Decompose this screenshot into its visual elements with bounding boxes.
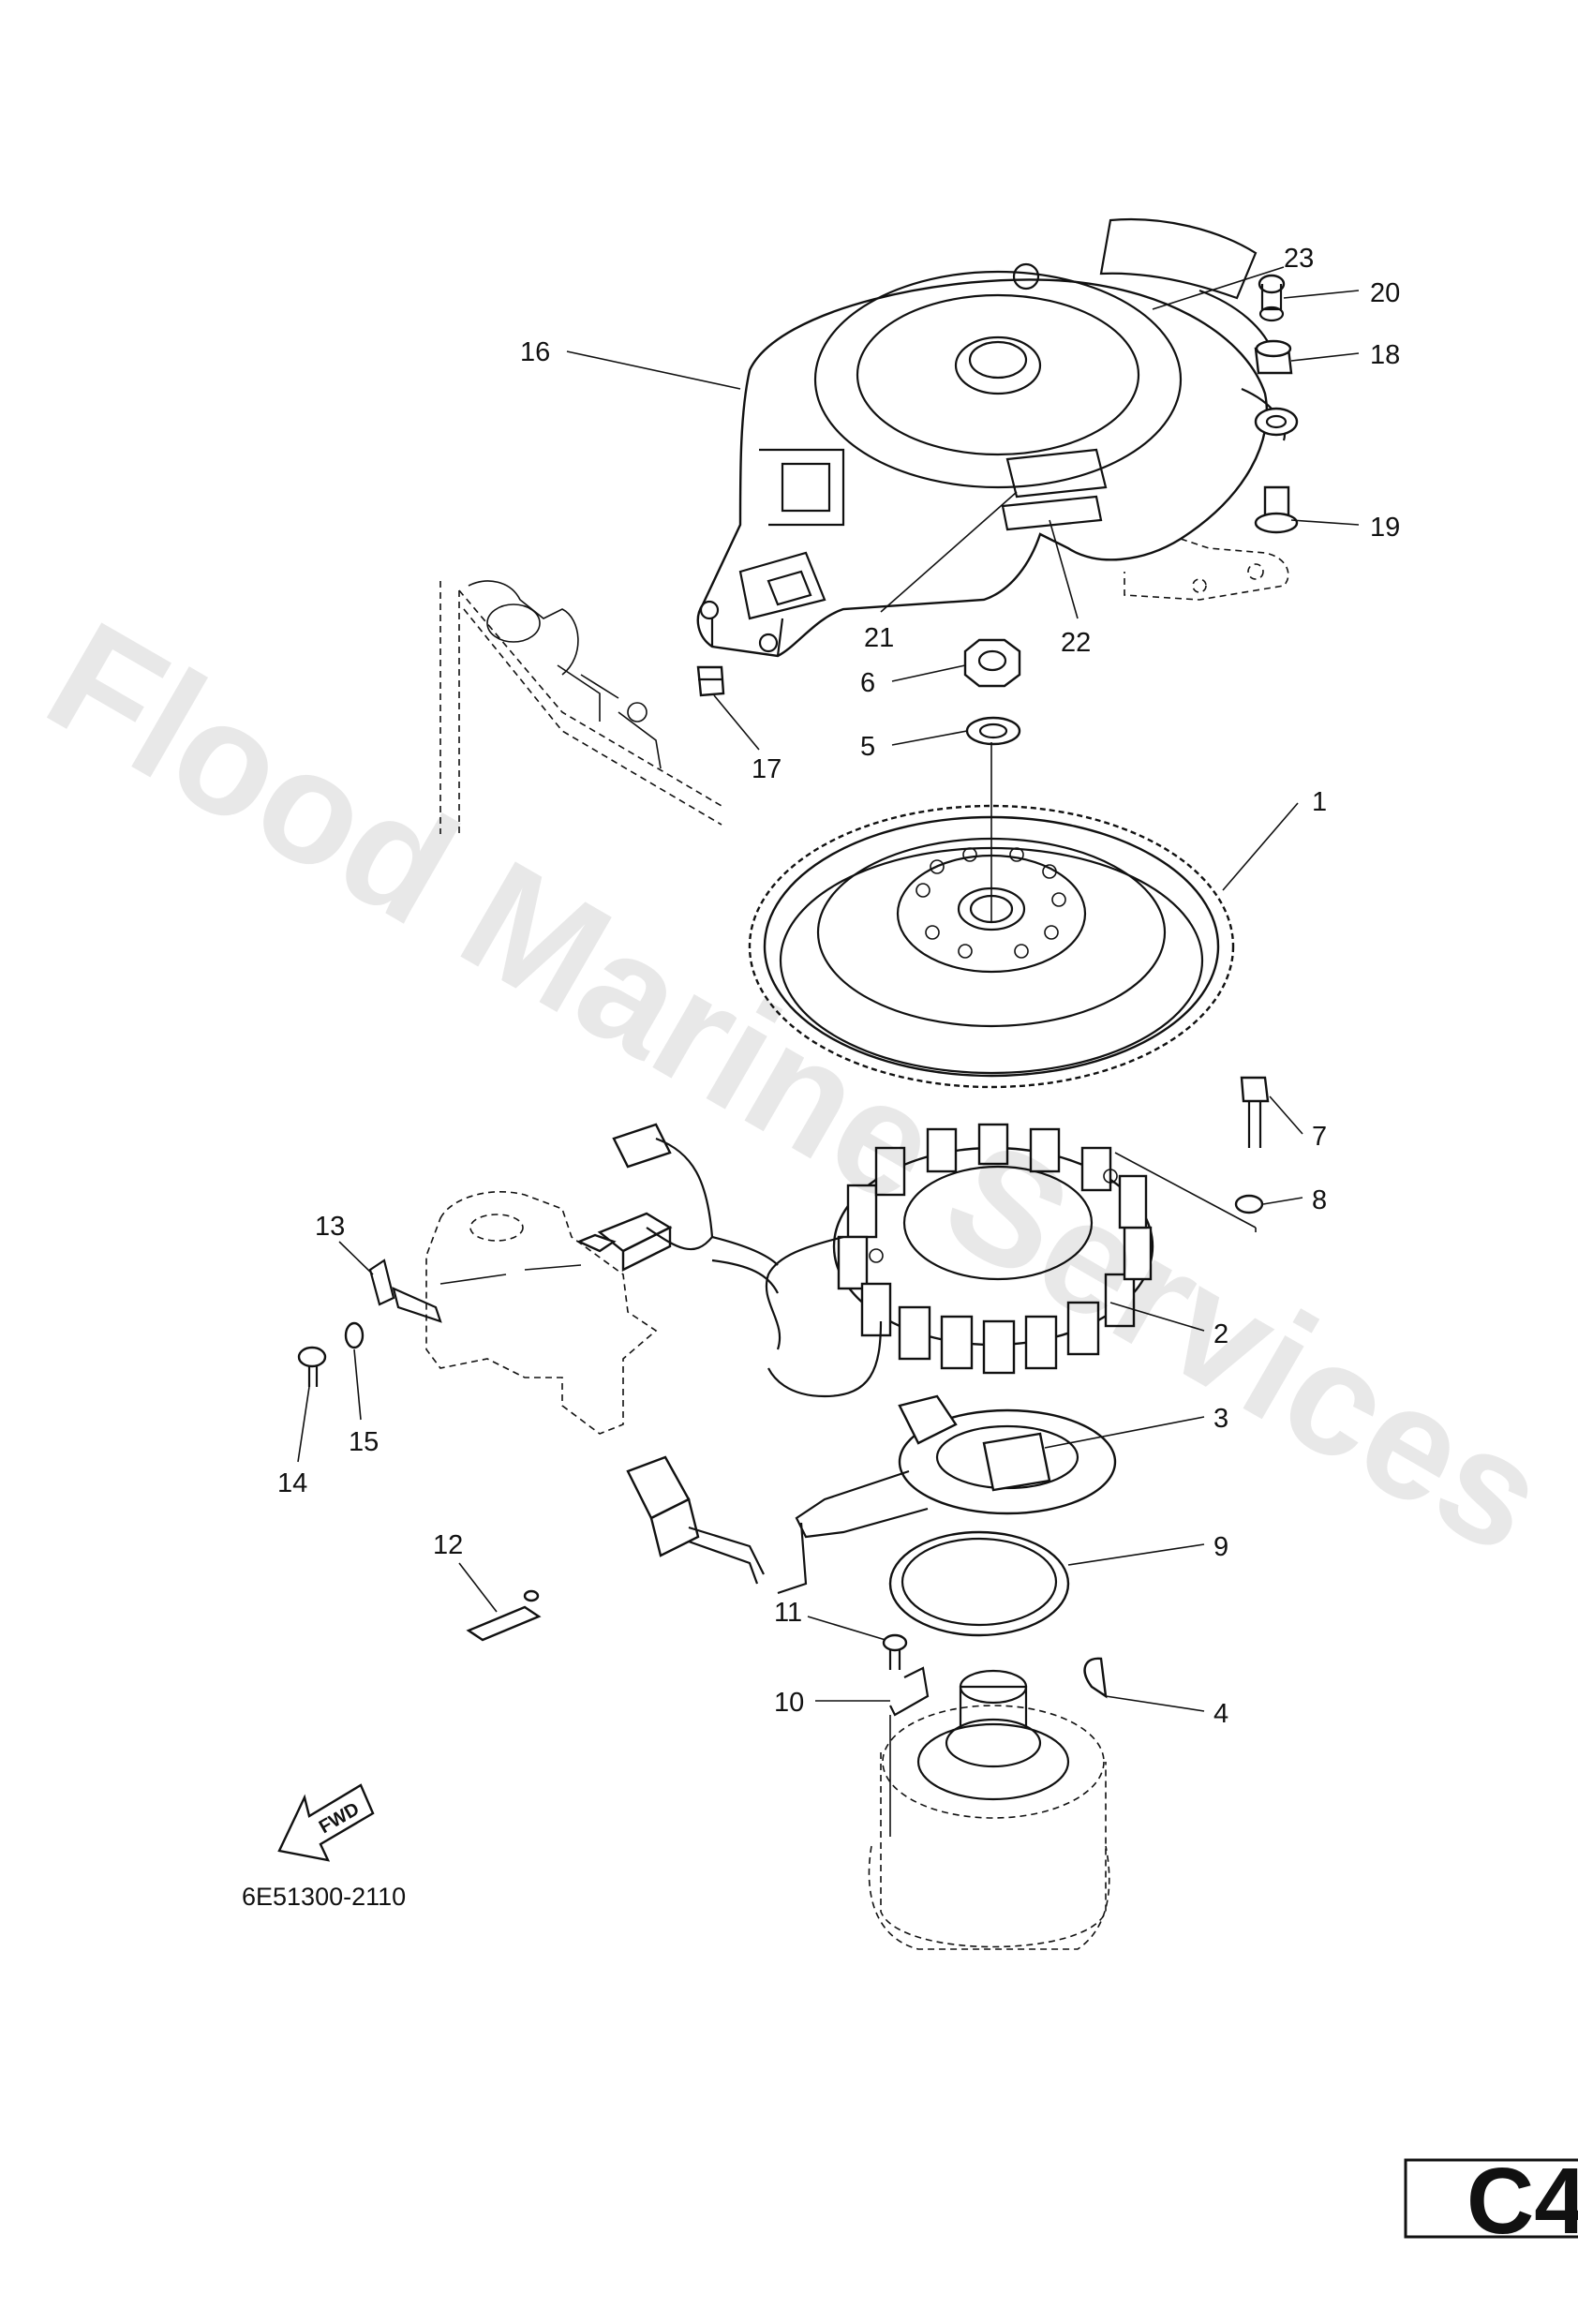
lead-clamp	[889, 1666, 930, 1837]
bracket-plate	[466, 1589, 542, 1642]
callout-14: 14	[277, 1468, 307, 1498]
cover-grommet	[696, 665, 725, 697]
callout-6: 6	[860, 668, 875, 698]
cover-damper-washer	[1254, 407, 1299, 437]
cover-bolt	[1258, 274, 1286, 322]
callout-5: 5	[860, 732, 875, 762]
pulser-coil-plate	[777, 1394, 1117, 1595]
ground-washer	[344, 1321, 365, 1349]
ground-screw	[297, 1346, 327, 1387]
cover-mount-bracket	[1124, 538, 1289, 601]
drawing-number: 6E51300-2110	[242, 1883, 406, 1911]
page-code: C4	[1466, 2149, 1578, 2254]
stator-assembly	[832, 1123, 1154, 1375]
pulser-connector	[626, 1455, 765, 1585]
callout-10: 10	[774, 1688, 804, 1718]
callout-20: 20	[1370, 278, 1400, 308]
crankcase-base	[868, 1669, 1110, 1950]
flywheel-cover	[696, 217, 1286, 658]
leader-lines	[297, 266, 1360, 1712]
callout-15: 15	[349, 1427, 379, 1457]
callout-17: 17	[752, 754, 782, 784]
stator-washer	[1234, 1194, 1264, 1214]
callout-19: 19	[1370, 513, 1400, 543]
engine-block-outline	[439, 580, 722, 834]
callout-4: 4	[1213, 1699, 1228, 1729]
engine-block-lower	[425, 1191, 658, 1435]
clamp-screw	[882, 1633, 908, 1670]
callout-3: 3	[1213, 1404, 1228, 1434]
callout-12: 12	[433, 1530, 463, 1560]
flywheel-washer	[965, 716, 1021, 746]
callout-16: 16	[520, 337, 550, 367]
flywheel-nut	[963, 638, 1021, 688]
stator-wire-harness	[575, 1123, 883, 1398]
callout-13: 13	[315, 1212, 345, 1242]
flywheel	[748, 804, 1235, 1089]
ground-lead-terminal	[368, 1259, 442, 1323]
callout-labels: 1 2 3 4 5 6 7 8 9 10 11 12 13 14 15 16 1…	[277, 244, 1400, 1729]
fwd-arrow-icon: FWD	[277, 1783, 375, 1862]
cover-collar	[1254, 485, 1299, 534]
callout-23: 23	[1284, 244, 1314, 274]
callout-11: 11	[774, 1598, 802, 1628]
stator-bolt	[1240, 1076, 1270, 1148]
callout-7: 7	[1312, 1122, 1327, 1152]
watermark: Flood Marine Services	[21, 588, 1574, 1587]
callout-9: 9	[1213, 1532, 1228, 1562]
page-code-box: C4	[1404, 2149, 1578, 2254]
callout-8: 8	[1312, 1185, 1327, 1215]
callout-18: 18	[1370, 340, 1400, 370]
callout-2: 2	[1213, 1319, 1228, 1349]
cover-damper	[1254, 339, 1293, 375]
retaining-ring	[888, 1530, 1070, 1637]
callout-22: 22	[1061, 628, 1091, 658]
woodruff-key	[1083, 1657, 1108, 1699]
callout-21: 21	[864, 623, 894, 653]
callout-1: 1	[1312, 787, 1327, 817]
